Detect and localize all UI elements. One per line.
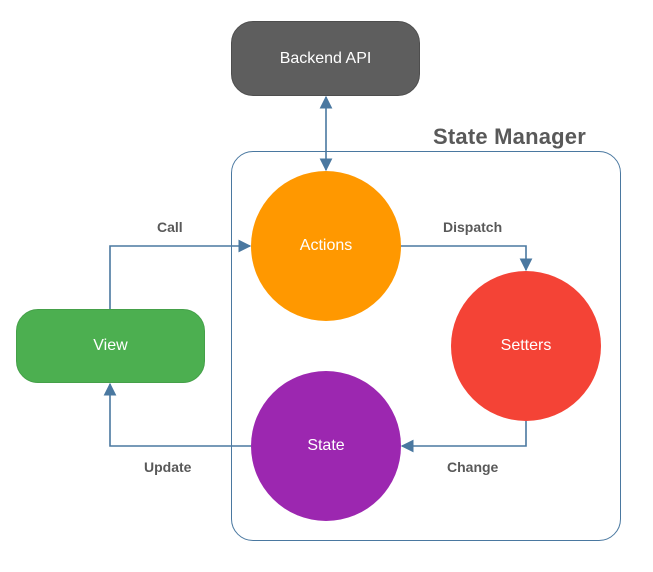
update-connector: [103, 382, 251, 447]
setters-node: Setters: [451, 271, 601, 421]
change-connector: [400, 421, 527, 453]
dispatch-edge-label: Dispatch: [443, 219, 503, 235]
view-node: View: [16, 309, 205, 383]
change-edge-label: Change: [447, 459, 499, 475]
state-node: State: [251, 371, 401, 521]
setters-label: Setters: [500, 337, 552, 354]
dispatch-connector: [401, 245, 533, 272]
backend-api-label: Backend API: [279, 49, 372, 67]
state-manager-boundary: [231, 151, 621, 541]
actions-label: Actions: [299, 237, 353, 254]
state-manager-title: State Manager: [433, 124, 586, 149]
backend-api-node: Backend API: [231, 21, 420, 96]
call-edge-label: Call: [157, 219, 183, 235]
actions-node: Actions: [251, 171, 401, 321]
update-edge-label: Update: [144, 459, 192, 475]
view-label: View: [93, 337, 128, 354]
state-label: State: [307, 437, 345, 454]
call-connector: [109, 239, 252, 309]
